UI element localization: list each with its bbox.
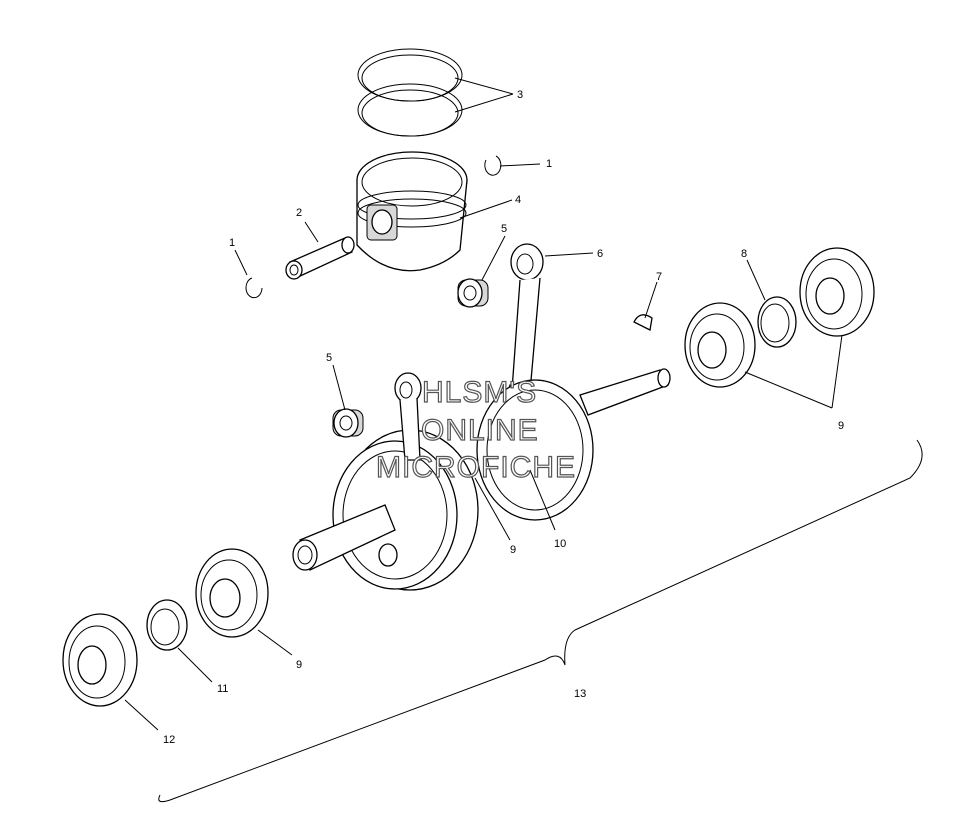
callout-2: 2 [296,207,302,219]
watermark-line-3: MICROFICHE [376,451,576,484]
callout-3: 3 [517,89,523,101]
callout-5-mid: 5 [326,352,332,364]
callout-1-left: 1 [229,237,235,249]
callout-9-left: 9 [296,659,302,671]
callout-4: 4 [515,194,521,206]
outer-bearing-left[interactable] [62,613,138,707]
circlip-left[interactable] [245,277,263,299]
crankshaft[interactable] [292,368,671,591]
assembly-bracket [158,439,923,803]
circlip-right[interactable] [484,155,502,176]
callout-13: 13 [574,688,586,700]
watermark-line-1: HLSM'S [422,376,537,409]
main-bearing-right-outer[interactable] [799,247,875,337]
connecting-rod-rear[interactable] [394,372,422,461]
woodruff-key[interactable] [633,314,653,331]
main-bearing-left[interactable] [195,548,269,638]
callout-12: 12 [163,734,175,746]
callout-11: 11 [217,683,228,695]
callout-8: 8 [741,248,747,260]
spacer-ring-right[interactable] [757,296,797,348]
needle-bearing-crank[interactable] [332,408,364,438]
callout-1-right: 1 [546,158,552,170]
callout-9-center: 9 [510,544,516,556]
watermark: HLSM'S ONLINE MICROFICHE [375,375,576,484]
callout-labels: 1 1 2 3 4 5 5 6 7 8 9 9 9 10 11 12 13 [163,89,844,746]
piston-rings[interactable] [357,48,463,137]
watermark-line-2: ONLINE [421,414,539,447]
main-bearing-right-inner[interactable] [684,302,756,388]
spacer-ring-left[interactable] [146,599,188,651]
callout-10: 10 [554,538,566,550]
needle-bearing-small-end[interactable] [457,278,489,308]
piston-pin[interactable] [285,236,355,280]
leader-lines [124,77,843,731]
piston[interactable] [356,151,468,272]
callout-9-right: 9 [838,420,844,432]
callout-6: 6 [597,248,603,260]
callout-5-top: 5 [501,223,507,235]
callout-7: 7 [656,271,662,283]
